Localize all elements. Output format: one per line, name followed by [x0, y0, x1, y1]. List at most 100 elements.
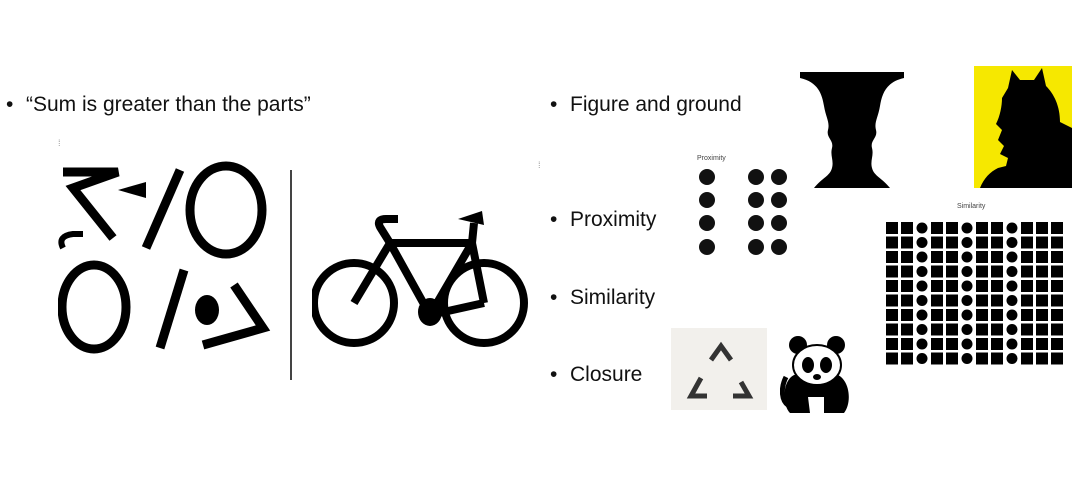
similarity-square — [976, 222, 988, 234]
divider — [290, 170, 292, 380]
similarity-square — [1036, 309, 1048, 321]
similarity-square — [1036, 280, 1048, 292]
similarity-circle — [916, 280, 928, 292]
similarity-square — [886, 236, 898, 249]
similarity-square — [901, 222, 913, 234]
similarity-square — [991, 222, 1003, 234]
similarity-square — [946, 309, 958, 321]
similarity-square — [901, 280, 913, 292]
similarity-square — [1036, 222, 1048, 234]
similarity-circle — [961, 237, 973, 248]
similarity-square — [1021, 251, 1033, 263]
similarity-square — [901, 236, 913, 249]
similarity-square — [1051, 222, 1063, 234]
similarity-square — [1021, 265, 1033, 278]
similarity-circle — [1006, 295, 1018, 306]
similarity-square — [946, 265, 958, 278]
bullet-dot: • — [550, 363, 558, 386]
bullet-proximity-text: Proximity — [570, 208, 657, 231]
bullet-sum-greater: •“Sum is greater than the parts” — [6, 92, 311, 118]
crop-mark: ⁞ — [538, 160, 541, 170]
similarity-square — [886, 352, 898, 365]
similarity-circle — [1006, 237, 1018, 248]
similarity-square — [1051, 280, 1063, 292]
similarity-square — [931, 251, 943, 263]
bullet-figure-text: Figure and ground — [570, 93, 742, 116]
similarity-circle — [961, 309, 973, 321]
similarity-square — [1021, 323, 1033, 336]
similarity-square — [886, 265, 898, 278]
panda-icon — [780, 336, 849, 413]
similarity-circle — [1006, 338, 1018, 350]
similarity-circle — [916, 222, 928, 234]
similarity-square — [976, 352, 988, 365]
similarity-square — [901, 294, 913, 307]
closure-triangle-icon — [671, 328, 767, 410]
similarity-square — [976, 236, 988, 249]
similarity-square — [976, 323, 988, 336]
similarity-square — [1051, 323, 1063, 336]
similarity-square — [991, 265, 1003, 278]
similarity-square — [1021, 222, 1033, 234]
similarity-circle — [1006, 266, 1018, 277]
similarity-square — [991, 338, 1003, 350]
similarity-circle — [961, 324, 973, 335]
similarity-square — [931, 309, 943, 321]
similarity-square — [901, 251, 913, 263]
similarity-circle — [1006, 280, 1018, 292]
similarity-square — [886, 294, 898, 307]
similarity-circle — [961, 295, 973, 306]
similarity-square — [886, 251, 898, 263]
similarity-square — [886, 280, 898, 292]
similarity-circle — [1006, 222, 1018, 234]
similarity-square — [991, 309, 1003, 321]
similarity-square — [901, 323, 913, 336]
similarity-circle — [916, 295, 928, 306]
similarity-square — [931, 352, 943, 365]
similarity-square — [1036, 323, 1048, 336]
similarity-square — [886, 323, 898, 336]
similarity-circle — [916, 266, 928, 277]
similarity-square — [1021, 352, 1033, 365]
similarity-square — [946, 338, 958, 350]
similarity-square — [1036, 294, 1048, 307]
similarity-square — [886, 222, 898, 234]
similarity-square — [946, 236, 958, 249]
similarity-square — [931, 222, 943, 234]
similarity-square — [901, 309, 913, 321]
similarity-square — [901, 352, 913, 365]
similarity-square — [1051, 251, 1063, 263]
similarity-grid-icon — [886, 222, 1063, 365]
bullet-dot: • — [550, 93, 558, 116]
similarity-square — [1021, 309, 1033, 321]
similarity-square — [901, 338, 913, 350]
rubin-vase-icon — [800, 72, 904, 188]
bullet-dot: • — [550, 208, 558, 231]
similarity-square — [1036, 251, 1048, 263]
similarity-square — [946, 294, 958, 307]
similarity-square — [991, 236, 1003, 249]
similarity-square — [931, 294, 943, 307]
similarity-square — [1051, 309, 1063, 321]
similarity-circle — [961, 222, 973, 234]
proximity-dots-icon — [699, 169, 787, 255]
similarity-circle — [961, 251, 973, 263]
similarity-circle — [961, 353, 973, 364]
similarity-square — [946, 323, 958, 336]
similarity-circle — [916, 251, 928, 263]
similarity-square — [1036, 352, 1048, 365]
similarity-square — [976, 309, 988, 321]
similarity-square — [991, 323, 1003, 336]
similarity-circle — [1006, 324, 1018, 335]
similarity-circle — [916, 353, 928, 364]
similarity-square — [931, 236, 943, 249]
similarity-square — [991, 280, 1003, 292]
similarity-square — [946, 352, 958, 365]
similarity-square — [946, 251, 958, 263]
similarity-circle — [916, 338, 928, 350]
similarity-square — [1051, 265, 1063, 278]
similarity-square — [1036, 338, 1048, 350]
similarity-square — [1036, 236, 1048, 249]
bullet-sum-text: “Sum is greater than the parts” — [26, 93, 311, 116]
similarity-circle — [961, 338, 973, 350]
